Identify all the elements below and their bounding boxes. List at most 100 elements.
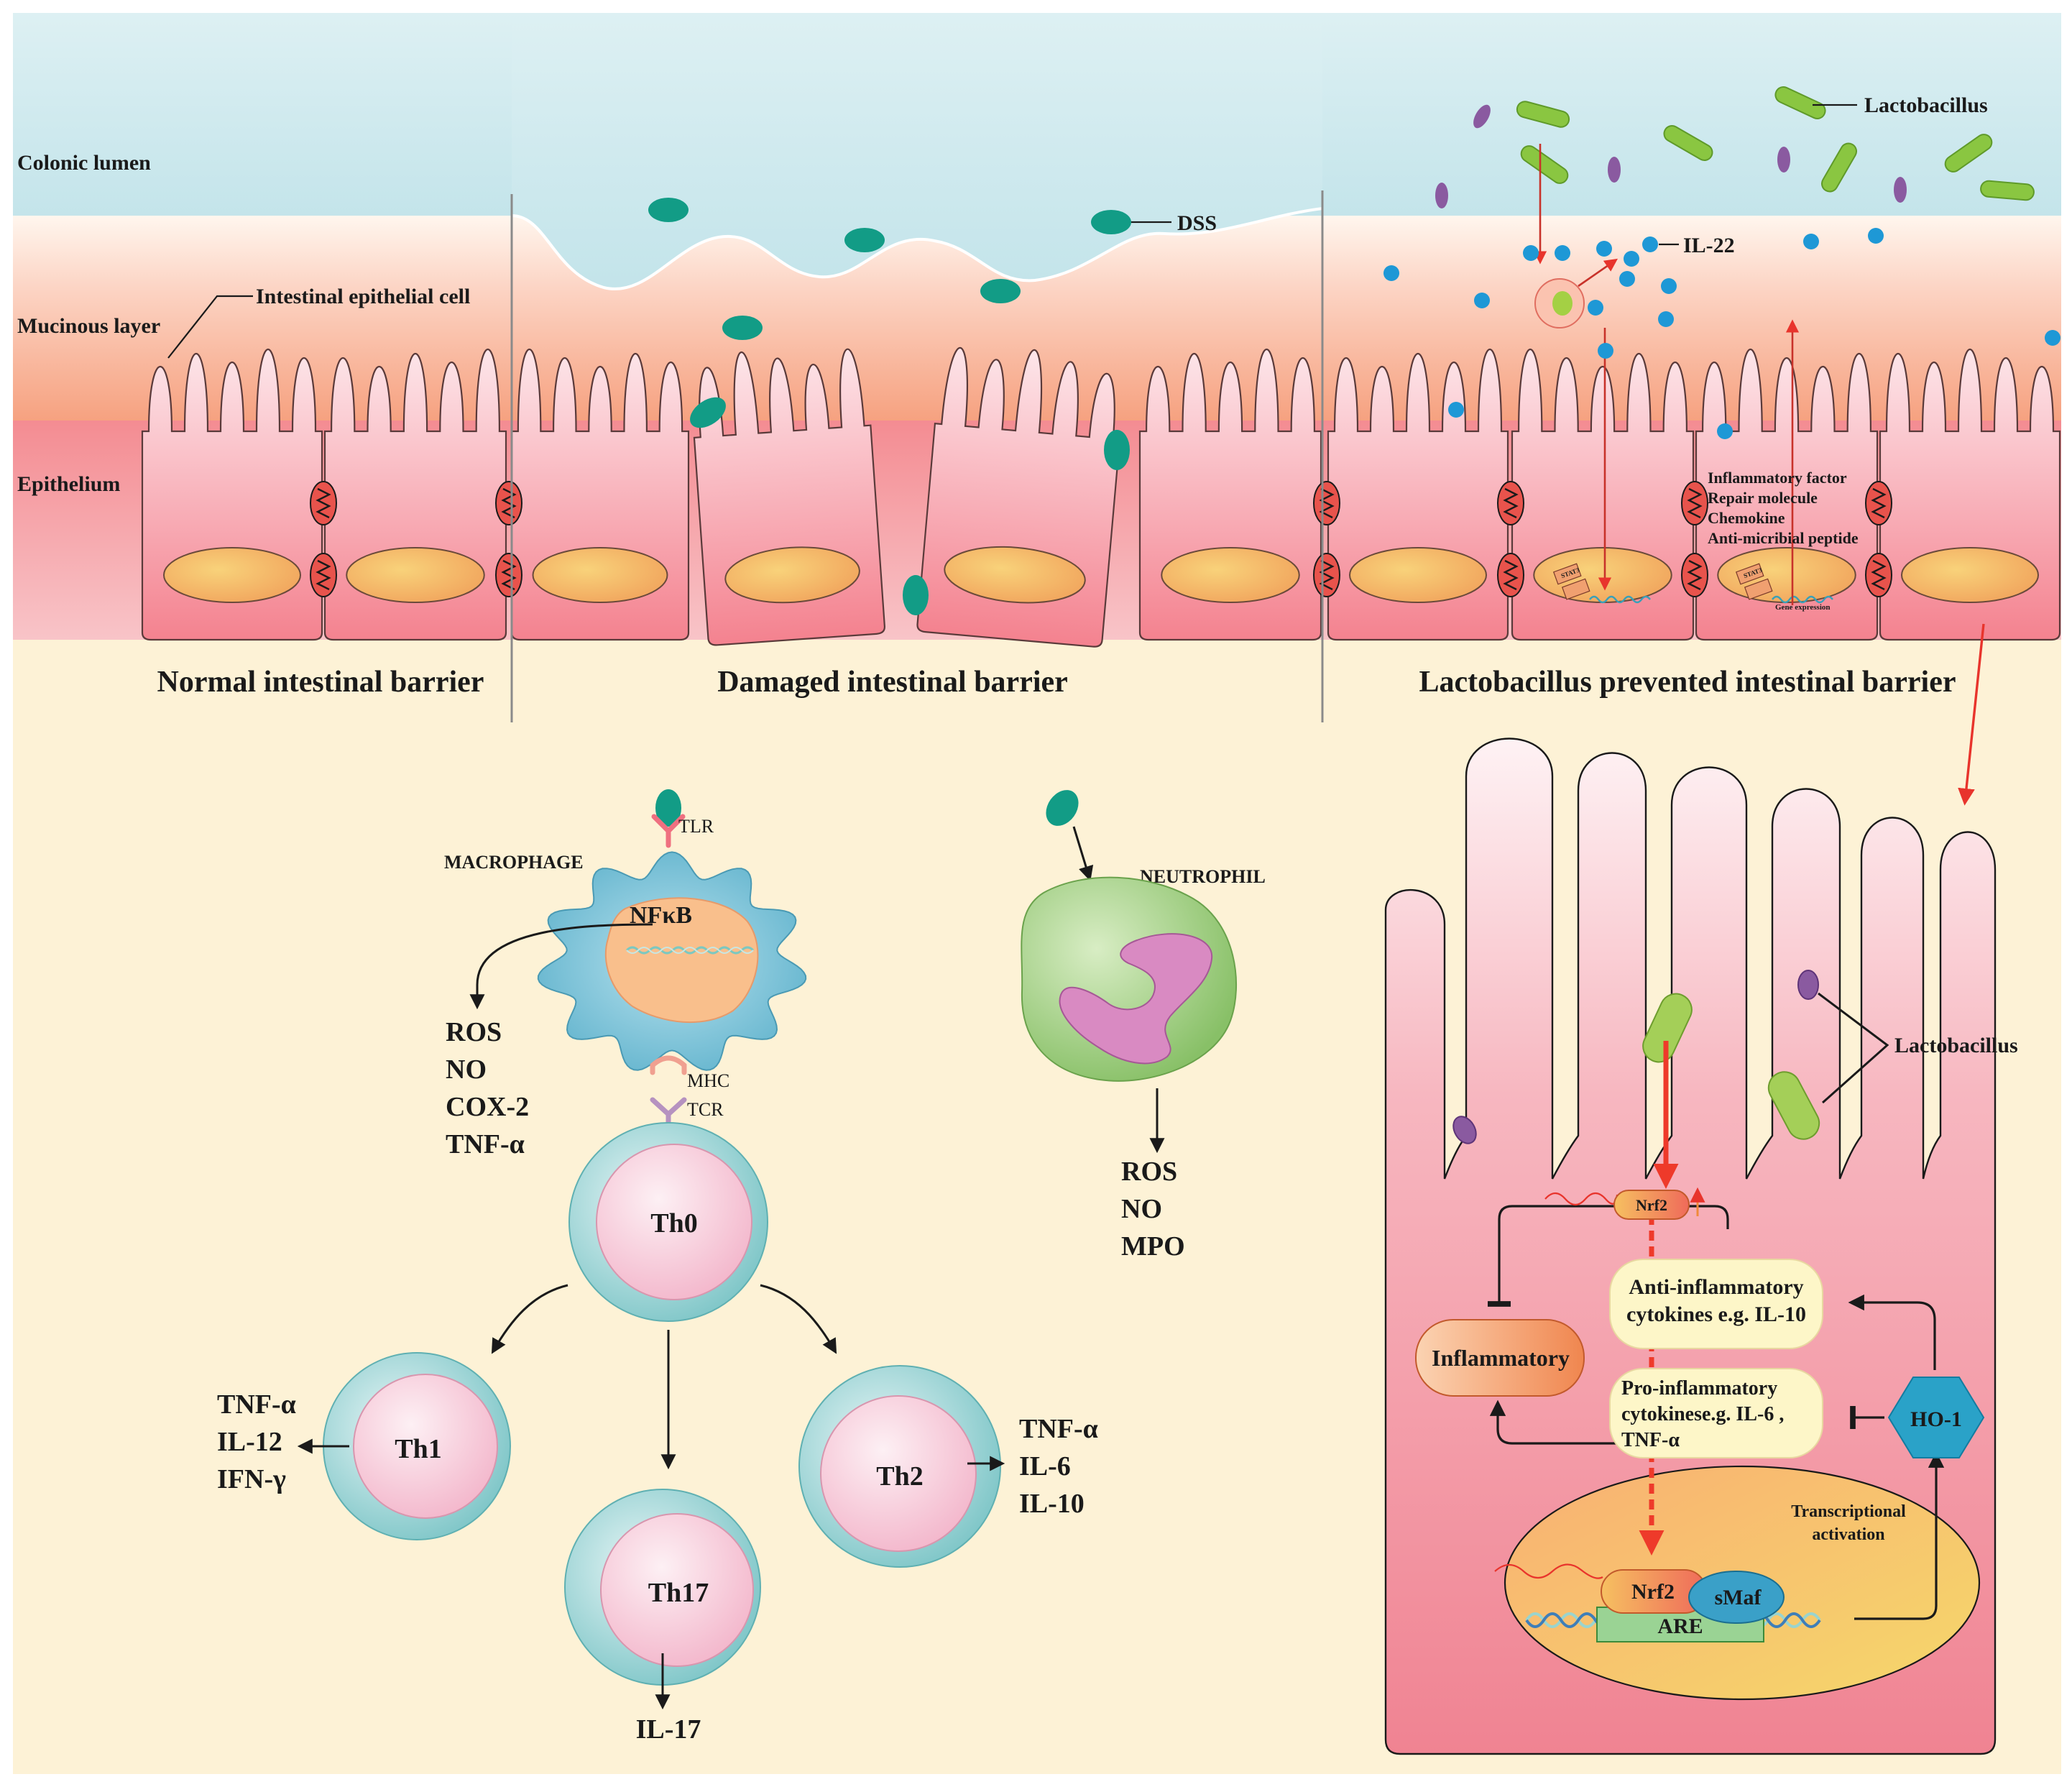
are-label: ARE: [1657, 1614, 1703, 1638]
anti-inflammatory-line: Anti-inflammatory: [1629, 1275, 1803, 1299]
dss-particle: [980, 279, 1021, 303]
tight-junction: [1497, 481, 1524, 525]
transcriptional-activation-line: activation: [1812, 1525, 1884, 1544]
il22-molecule: [1555, 245, 1570, 261]
are-to-ho1-arrow: [1854, 1451, 1945, 1620]
dss-particle: [1046, 790, 1079, 826]
epithelial-cell: [1879, 349, 2061, 641]
epithelial-cell: [1327, 349, 1509, 641]
th17-output: IL-17: [636, 1714, 701, 1745]
th17-cell: Th17 IL-17: [564, 1489, 761, 1745]
intestinal-epithelial-cell-label: Intestinal epithelial cell: [256, 285, 470, 308]
tcr-label: TCR: [687, 1099, 724, 1120]
macrophage-nucleus: [604, 897, 759, 1024]
dss-particles: DSS: [648, 198, 1217, 615]
pro-inflammatory-line: Pro-inflammatory: [1621, 1377, 1777, 1400]
anti-inflammatory-box: [1609, 1259, 1823, 1349]
tight-junction: [495, 553, 522, 597]
th2-output: TNF-α: [1019, 1414, 1098, 1444]
nrf2-small-label: Nrf2: [1636, 1196, 1667, 1214]
gene-effect-item: Repair molecule: [1708, 489, 1818, 507]
lactobacillus-rod: [1516, 101, 1570, 128]
tight-junction: [1313, 553, 1340, 597]
tcr-receptor: [650, 1097, 687, 1126]
zoomed-epithelial-cell: Lactobacillus Nrf2 Anti-inflammatory cyt…: [1384, 738, 2018, 1755]
il22-molecule: [1596, 241, 1612, 257]
il22-molecule: [1619, 271, 1635, 287]
macrophage-output: ROS: [446, 1017, 502, 1047]
dna-strand: [625, 946, 755, 955]
layer-labels: Colonic lumen Mucinous layer Epithelium …: [17, 151, 470, 496]
ho1-label: HO-1: [1910, 1407, 1962, 1431]
lactobacillus-coccus: [1435, 183, 1448, 208]
smaf-label: sMaf: [1715, 1586, 1762, 1609]
th2-label: Th2: [876, 1461, 923, 1492]
il22-signalling: IL-22: [1383, 144, 2061, 605]
macrophage-output: TNF-α: [446, 1129, 525, 1159]
cell-nucleus: [532, 547, 668, 603]
neutrophil-output: ROS: [1121, 1157, 1177, 1187]
cell-nucleus: [163, 547, 301, 603]
il22-molecule: [2045, 330, 2061, 346]
mhc-label: MHC: [687, 1070, 729, 1091]
lactobacillus-inside-cell: [1552, 291, 1573, 316]
inhibition-arrow: [1488, 1205, 1729, 1307]
panel-dividers: [510, 190, 1324, 722]
tlr-receptor: [651, 814, 686, 848]
tlr-label: TLR: [678, 816, 714, 837]
tight-junction: [495, 481, 522, 525]
il22-molecule: [1803, 234, 1819, 249]
prevented-barrier-title: Lactobacillus prevented intestinal barri…: [1419, 666, 1956, 699]
pro-inflammatory-line: TNF-α: [1621, 1429, 1680, 1451]
il22-molecule: [1598, 343, 1613, 359]
tight-junction: [1681, 481, 1708, 525]
dss-particle: [648, 198, 689, 222]
neutrophil-output: NO: [1121, 1194, 1162, 1224]
macrophage: NFκB TLR MACROPHAGE ROS NO COX-2 TNF-α M…: [444, 789, 807, 1159]
il22-molecule: [1717, 423, 1733, 439]
ho1-hexagon: [1887, 1377, 1985, 1458]
il22-molecule: [1448, 402, 1464, 418]
lactobacillus-rod: [1774, 86, 1826, 119]
lactobacillus-top-label: Lactobacillus: [1864, 93, 1988, 117]
stat3-gene-expression: STAT3: [1552, 563, 1651, 604]
th1-label: Th1: [395, 1434, 441, 1464]
neutrophil: NEUTROPHIL ROS NO MPO: [1021, 790, 1266, 1262]
th1-output: IFN-γ: [217, 1464, 286, 1494]
il22-molecule: [1474, 293, 1490, 308]
tight-junction: [1865, 481, 1892, 525]
lactobacillus-zoom-label: Lactobacillus: [1894, 1034, 2018, 1057]
epithelial-cell: [1138, 349, 1322, 641]
gene-effects-list: Inflammatory factor Repair molecule Chem…: [1708, 469, 1859, 547]
t-cells: Th0 Th1 TNF-α IL-12 IFN-γ Th2 TNF-α IL-6…: [217, 1122, 1098, 1745]
macrophage-title: MACROPHAGE: [444, 852, 584, 873]
zoom-arrow: [1958, 623, 1985, 806]
epithelium-label: Epithelium: [17, 472, 120, 496]
il22-molecules: [1383, 228, 2061, 439]
th2-cell: Th2 TNF-α IL-6 IL-10: [798, 1365, 1098, 1568]
promote-arrow: [1489, 1400, 1682, 1445]
cell-nucleus: [346, 547, 485, 603]
tight-junction: [310, 481, 337, 525]
il22-molecule: [1658, 311, 1674, 327]
lactobacillus-coccus: [1452, 1116, 1477, 1144]
pro-inflammatory-line: cytokinese.g. IL-6 ,: [1621, 1403, 1784, 1425]
dss-particle: [844, 228, 885, 252]
epithelial-cell: [323, 349, 507, 641]
epithelial-cell: [141, 349, 323, 641]
th2-output: IL-10: [1019, 1489, 1085, 1519]
mhc-receptor: [650, 1055, 687, 1075]
lactobacillus-coccus: [1473, 104, 1491, 129]
cell-nucleus: [944, 546, 1086, 604]
colonic-lumen-label: Colonic lumen: [17, 151, 151, 175]
il22-molecule: [1624, 251, 1639, 267]
lumen-lactobacillus: Lactobacillus: [1435, 86, 2035, 208]
dss-particle: [690, 397, 726, 428]
lactobacillus-rod: [1944, 134, 1993, 173]
lactobacillus-rod: [1663, 125, 1713, 161]
th0-cell: Th0: [568, 1122, 768, 1322]
tight-junction: [1681, 553, 1708, 597]
panel-titles: Normal intestinal barrier Damaged intest…: [157, 666, 1956, 699]
tight-junction: [310, 553, 337, 597]
